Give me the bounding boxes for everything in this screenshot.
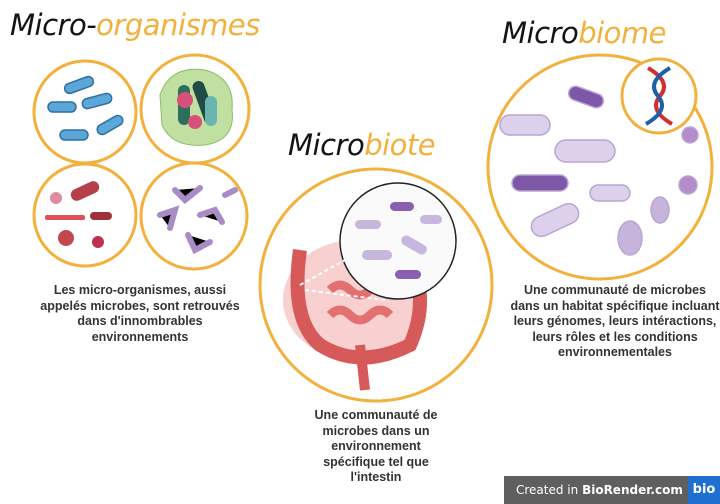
title-part-accent: biome — [578, 16, 667, 50]
branched-microbes-icon — [157, 185, 238, 255]
title-part-dark: Micro — [502, 16, 579, 50]
microbiote-description: Une communauté de microbes dans un envir… — [314, 408, 438, 484]
biorender-badge[interactable]: Created in BioRender.com bio — [504, 476, 720, 504]
bacteria-circle — [32, 59, 138, 165]
mixed-microbes-circle — [32, 162, 138, 268]
fungi-cluster-icon — [159, 68, 233, 146]
micro-organismes-description: Les micro-organismes, aussi appelés micr… — [40, 283, 240, 344]
rod-bacteria-icon — [47, 75, 124, 141]
title-part-dark: Micro- — [10, 8, 97, 42]
title-microbiome: Microbiome — [502, 16, 667, 50]
biorender-logo: bio — [688, 476, 720, 504]
title-micro-organismes: Micro-organismes — [10, 8, 260, 42]
badge-text: Created in BioRender.com — [504, 476, 688, 504]
branched-microbes-circle — [139, 161, 249, 271]
title-microbiote: Microbiote — [288, 128, 436, 162]
dna-icon — [620, 57, 698, 135]
microbiome-bacteria-icon — [499, 85, 699, 256]
badge-prefix: Created in — [516, 483, 583, 497]
title-part-dark: Micro — [288, 128, 365, 162]
magnified-microbes-icon — [299, 182, 457, 301]
microbiome-circle — [486, 53, 714, 281]
title-part-accent: biote — [364, 128, 436, 162]
title-part-accent: organismes — [96, 8, 260, 42]
gut-circle — [258, 167, 494, 403]
badge-brand: BioRender.com — [582, 483, 683, 497]
microbiome-description: Une communauté de microbes dans un habit… — [510, 283, 720, 359]
mixed-microbes-icon — [45, 181, 112, 248]
